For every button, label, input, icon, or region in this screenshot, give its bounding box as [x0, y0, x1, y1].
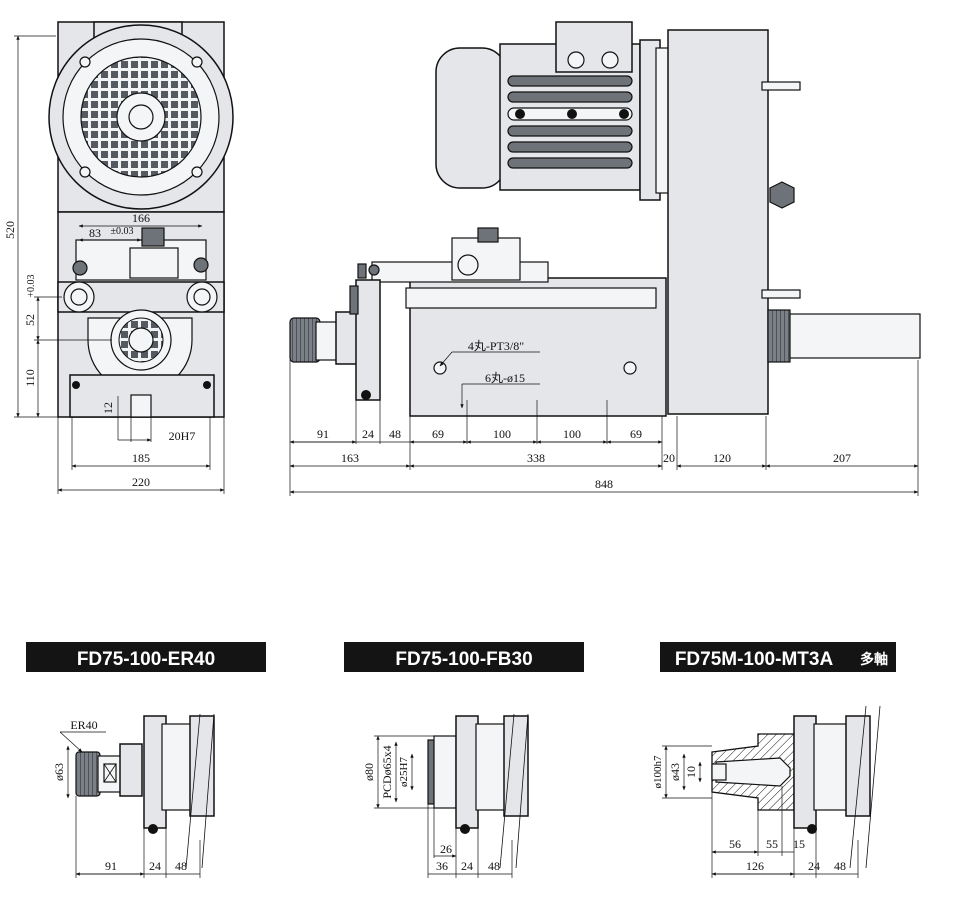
dim-52-tol: +0.03: [26, 274, 37, 297]
fb30-dim-48: 48: [488, 859, 500, 873]
mt3a-dim-48: 48: [834, 859, 846, 873]
callout-phi15: 6丸-ø15: [485, 371, 525, 385]
fb30-pcd: PCDø65x4: [380, 745, 394, 798]
fb30-bracket: [455, 715, 479, 829]
front-key-slot: [130, 394, 152, 418]
mt3a-d100: ø100h7: [652, 755, 664, 789]
side-quill-bracket: [355, 279, 381, 401]
dim-120: 120: [713, 451, 731, 465]
er40-dim-24: 24: [149, 859, 161, 873]
dim-220: 220: [132, 475, 150, 489]
er40-d63: ø63: [52, 763, 66, 781]
dim-163: 163: [341, 451, 359, 465]
front-view: 520 52 +0.03 110 166 83 ±0.03 12 20H7 18…: [3, 21, 234, 494]
variant-label-suffix: 多軸: [860, 651, 888, 668]
side-terminal-box: [555, 21, 633, 73]
variant-er40: FD75-100-ER40 ER40 ø63 91 24 48: [26, 642, 266, 878]
dim-20h7: 20H7: [169, 429, 196, 443]
front-oil-cup: [141, 227, 165, 247]
front-adjust-knob: [72, 260, 88, 276]
side-output-shaft: [789, 313, 921, 359]
variant-label-er40: FD75-100-ER40: [77, 649, 215, 670]
side-view: 4丸-PT3/8" 6丸-ø15 91 24 48 69 100 100 69 …: [289, 21, 921, 496]
side-feed-rod: [405, 287, 657, 309]
dim-520: 520: [3, 221, 17, 239]
mt3a-dim-15: 15: [793, 837, 805, 851]
variant-label-bar: [344, 642, 584, 672]
dim-69a: 69: [432, 427, 444, 441]
callout-pt38: 4丸-PT3/8": [468, 339, 524, 353]
dim-69b: 69: [630, 427, 642, 441]
fb30-d80: ø80: [362, 763, 376, 781]
side-motor-endcap: [435, 47, 507, 189]
mt3a-d10: 10: [684, 766, 698, 778]
er40-dim-91: 91: [105, 859, 117, 873]
er40-collet-nut: [75, 751, 101, 797]
mt3a-dim-56: 56: [729, 837, 741, 851]
dim-91: 91: [317, 427, 329, 441]
er40-callout: ER40: [70, 718, 97, 732]
variant-label-bar: [26, 642, 266, 672]
variant-mt3a: FD75M-100-MT3A 多軸 ø100h7 ø43 10 56 55 15…: [652, 642, 896, 878]
dim-185: 185: [132, 451, 150, 465]
mt3a-bracket: [793, 715, 817, 829]
fb30-flange-face: [427, 739, 435, 805]
dim-100b: 100: [563, 427, 581, 441]
dim-12: 12: [101, 402, 115, 414]
dim-20: 20: [663, 451, 675, 465]
dim-100a: 100: [493, 427, 511, 441]
variant-label-fb30: FD75-100-FB30: [395, 649, 532, 670]
mt3a-taper-bore: [715, 757, 791, 787]
side-knurled-collar: [767, 309, 791, 363]
mt3a-d43: ø43: [668, 763, 682, 781]
fb30-d25: ø25H7: [398, 757, 410, 787]
dim-52: 52: [23, 314, 37, 326]
dim-24: 24: [362, 427, 374, 441]
fb30-dim-24: 24: [461, 859, 473, 873]
mt3a-dim-55: 55: [766, 837, 778, 851]
dim-83-tol: ±0.03: [111, 226, 134, 237]
side-hex-nut: [769, 181, 795, 209]
dim-83: 83: [89, 226, 101, 240]
dim-207: 207: [833, 451, 851, 465]
mt3a-dim-126: 126: [746, 859, 764, 873]
side-motor-fins: [507, 75, 633, 169]
side-gear-case: [667, 29, 769, 415]
variant-label-mt3a: FD75M-100-MT3A: [675, 649, 834, 670]
variant-label-bar: [660, 642, 896, 672]
fb30-dim-36: 36: [436, 859, 448, 873]
front-fan-center: [128, 104, 154, 130]
dim-110: 110: [23, 369, 37, 387]
variant-fb30: FD75-100-FB30 ø80 PCDø65x4 ø25H7 26 36 2…: [344, 642, 584, 878]
dim-166: 166: [132, 211, 150, 225]
dim-48: 48: [389, 427, 401, 441]
dim-848: 848: [595, 477, 613, 491]
er40-dim-48: 48: [175, 859, 187, 873]
dim-338: 338: [527, 451, 545, 465]
fb30-d26: 26: [440, 842, 452, 856]
mt3a-dim-24: 24: [808, 859, 820, 873]
